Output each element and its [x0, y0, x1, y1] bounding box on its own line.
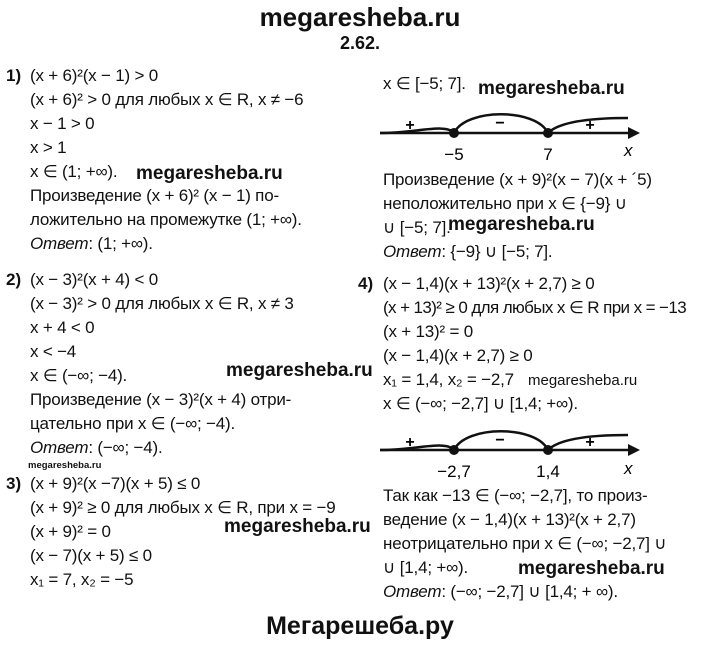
- p4-text-1: Так как −13 ∈ (−∞; −2,7], то произ-: [383, 486, 648, 505]
- p2-label: 2): [6, 270, 22, 289]
- p4-line-4: (x − 1,4)(x + 2,7) ≥ 0: [383, 346, 533, 365]
- p3-text-1: Произведение (x + 9)²(x − 7)(x + ´5): [383, 170, 652, 189]
- p1-answer-value: : (1; +∞).: [88, 234, 153, 253]
- p4-answer-value: : (−∞; −2,7] ∪ [1,4; + ∞).: [441, 582, 618, 601]
- watermark: megaresheba.ru: [518, 558, 665, 579]
- p1-text-2: ложительно на промежутке (1; +∞).: [30, 210, 302, 229]
- p3-answer: Ответ: {−9} ∪ [−5; 7].: [383, 242, 553, 262]
- p1-line-4: x > 1: [30, 138, 67, 157]
- sign-plus: +: [405, 117, 414, 134]
- p4-line-5: x₁ = 1,4, x₂ = −2,7: [383, 370, 514, 389]
- p2-line-2: (x − 3)² > 0 для любых x ∈ R, x ≠ 3: [30, 294, 294, 313]
- p3-text-3: ∪ [−5; 7].: [383, 218, 451, 237]
- p1-line-5: x ∈ (1; +∞).: [30, 162, 118, 181]
- p2-line-3: x + 4 < 0: [30, 318, 95, 337]
- arc-middle: [452, 430, 550, 451]
- point-label: 1,4: [536, 462, 560, 481]
- p3-cont: x ∈ [−5; 7].: [383, 74, 466, 93]
- point-filled: [449, 128, 459, 138]
- p4-line-1: (x − 1,4)(x + 13)²(x + 2,7) ≥ 0: [383, 274, 595, 293]
- point-label: 7: [543, 145, 552, 164]
- point-filled: [543, 445, 553, 455]
- sign-plus: +: [585, 434, 594, 451]
- p3-answer-label: Ответ: [383, 242, 442, 261]
- axis-label: x: [623, 459, 633, 478]
- p3-line-3: (x + 9)² = 0: [30, 522, 111, 541]
- p1-line-3: x − 1 > 0: [30, 114, 95, 133]
- p3-label: 3): [6, 474, 22, 493]
- p2-line-5: x ∈ (−∞; −4).: [30, 366, 128, 385]
- axis-label: x: [623, 141, 633, 160]
- p2-answer-value: : (−∞; −4).: [88, 438, 163, 457]
- p3-line-2: (x + 9)² ≥ 0 для любых x ∈ R, при x = −9: [30, 498, 336, 517]
- sign-minus: −: [495, 432, 504, 449]
- p1-answer: Ответ: (1; +∞).: [30, 234, 153, 254]
- p1-answer-label: Ответ: [30, 234, 89, 253]
- p2-line-1: (x − 3)²(x + 4) < 0: [30, 270, 158, 289]
- p4-answer-label: Ответ: [383, 582, 442, 601]
- p2-text-1: Произведение (x − 3)²(x + 4) отри-: [30, 390, 292, 409]
- p4-line-2: (x + 13)² ≥ 0 для любых x ∈ R при x = −1…: [383, 298, 687, 317]
- p3-line-5: x₁ = 7, x₂ = −5: [30, 570, 134, 589]
- p4-line-6: x ∈ (−∞; −2,7] ∪ [1,4; +∞).: [383, 394, 578, 413]
- p4-text-3: неотрицательно при x ∈ (−∞; −2,7] ∪: [383, 534, 667, 553]
- sign-plus: +: [585, 117, 594, 134]
- p4-label: 4): [358, 274, 374, 293]
- p3-text-2: неположительно при x ∈ {−9} ∪: [383, 194, 627, 213]
- p4-answer: Ответ: (−∞; −2,7] ∪ [1,4; + ∞).: [383, 582, 618, 602]
- p3-line-1: (x + 9)²(x −7)(x + 5) ≤ 0: [30, 474, 201, 493]
- number-line-2: + − + −2,7 1,4 x: [379, 430, 640, 481]
- p4-text-4: ∪ [1,4; +∞).: [383, 558, 468, 577]
- number-line-1: + − + −5 7 x: [379, 113, 640, 164]
- point-filled: [449, 445, 459, 455]
- p3-answer-value: : {−9} ∪ [−5; 7].: [441, 242, 553, 261]
- p1-line-2: (x + 6)² > 0 для любых x ∈ R, x ≠ −6: [30, 90, 304, 109]
- axis-arrow: [628, 444, 640, 456]
- watermark-small: megaresheba.ru: [528, 372, 638, 389]
- problem-number: 2.62.: [339, 33, 381, 53]
- axis-arrow: [628, 127, 640, 139]
- watermark: megaresheba.ru: [478, 78, 625, 99]
- watermark: megaresheba.ru: [448, 214, 595, 235]
- watermark: megaresheba.ru: [224, 516, 371, 537]
- point-label: −2,7: [437, 462, 471, 481]
- p4-line-3: (x + 13)² = 0: [383, 322, 473, 341]
- p1-text-1: Произведение (x + 6)² (x − 1) по-: [30, 186, 279, 205]
- p1-line-1: (x + 6)²(x − 1) > 0: [30, 66, 158, 85]
- p2-answer-label: Ответ: [30, 438, 89, 457]
- site-title: megaresheba.ru: [259, 2, 461, 32]
- footer-site: Мегарешеба.ру: [266, 612, 454, 640]
- point-label: −5: [444, 145, 463, 164]
- p2-line-4: x < −4: [30, 342, 77, 361]
- p3-line-4: (x − 7)(x + 5) ≤ 0: [30, 546, 152, 565]
- watermark: megaresheba.ru: [136, 163, 283, 184]
- p4-text-2: ведение (x − 1,4)(x + 13)²(x + 2,7): [383, 510, 636, 529]
- sign-plus: +: [405, 434, 414, 451]
- watermark: megaresheba.ru: [226, 360, 373, 381]
- point-filled: [543, 128, 553, 138]
- arc-middle: [452, 113, 550, 134]
- p2-answer: Ответ: (−∞; −4).: [30, 438, 163, 458]
- watermark-tiny: megaresheba.ru: [28, 460, 102, 471]
- p2-text-2: цательно при x ∈ (−∞; −4).: [30, 414, 236, 433]
- sign-minus: −: [495, 115, 504, 132]
- p1-label: 1): [6, 66, 22, 85]
